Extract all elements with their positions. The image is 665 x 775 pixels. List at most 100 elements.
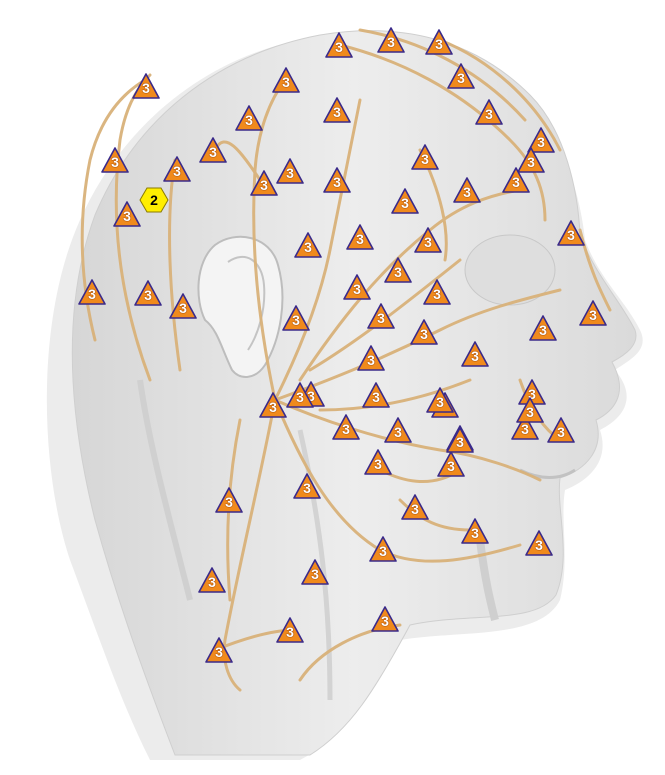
triangle-marker-3[interactable]: 3 [163,156,191,182]
triangle-marker-3[interactable]: 3 [461,518,489,544]
triangle-marker-3[interactable]: 3 [113,201,141,227]
triangle-marker-3[interactable]: 3 [453,177,481,203]
marker-number: 3 [272,74,300,90]
triangle-marker-3[interactable]: 3 [293,473,321,499]
triangle-marker-3[interactable]: 3 [198,567,226,593]
triangle-marker-3[interactable]: 3 [411,144,439,170]
marker-number: 3 [346,231,374,247]
triangle-marker-3[interactable]: 3 [259,392,287,418]
triangle-marker-3[interactable]: 3 [294,232,322,258]
triangle-marker-3[interactable]: 3 [384,417,412,443]
triangle-marker-3[interactable]: 3 [286,382,314,408]
triangle-marker-3[interactable]: 3 [357,345,385,371]
triangle-marker-3[interactable]: 3 [423,279,451,305]
marker-number: 3 [446,434,474,450]
triangle-marker-3[interactable]: 3 [362,382,390,408]
marker-number: 3 [332,421,360,437]
triangle-marker-3[interactable]: 3 [371,606,399,632]
marker-number: 3 [323,174,351,190]
triangle-marker-3[interactable]: 3 [447,63,475,89]
triangle-marker-3[interactable]: 3 [301,559,329,585]
triangle-marker-3[interactable]: 3 [101,147,129,173]
marker-number: 3 [301,566,329,582]
marker-number: 3 [198,574,226,590]
triangle-marker-3[interactable]: 3 [272,67,300,93]
triangle-marker-3[interactable]: 3 [364,449,392,475]
triangle-marker-3[interactable]: 3 [461,341,489,367]
triangle-marker-3[interactable]: 3 [346,224,374,250]
triangle-marker-3[interactable]: 3 [132,73,160,99]
triangle-marker-3[interactable]: 3 [425,29,453,55]
triangle-marker-3[interactable]: 3 [426,387,454,413]
marker-number: 3 [294,239,322,255]
marker-number: 3 [461,348,489,364]
marker-number: 3 [367,310,395,326]
triangle-marker-3[interactable]: 3 [323,167,351,193]
triangle-marker-3[interactable]: 3 [325,32,353,58]
triangle-marker-3[interactable]: 3 [547,417,575,443]
triangle-marker-3[interactable]: 3 [525,530,553,556]
marker-number: 3 [516,404,544,420]
marker-number: 3 [293,480,321,496]
marker-number: 3 [426,394,454,410]
triangle-marker-3[interactable]: 3 [343,274,371,300]
marker-number: 3 [199,144,227,160]
marker-number: 2 [139,192,169,208]
triangle-marker-3[interactable]: 3 [78,279,106,305]
marker-number: 3 [425,36,453,52]
triangle-marker-3[interactable]: 3 [250,170,278,196]
triangle-marker-3[interactable]: 3 [369,536,397,562]
triangle-marker-3[interactable]: 3 [410,319,438,345]
triangle-marker-3[interactable]: 3 [437,451,465,477]
marker-number: 3 [410,326,438,342]
triangle-marker-3[interactable]: 3 [276,158,304,184]
triangle-marker-3[interactable]: 3 [276,617,304,643]
triangle-marker-3[interactable]: 3 [377,27,405,53]
marker-number: 3 [384,264,412,280]
triangle-marker-3[interactable]: 3 [516,397,544,423]
triangle-marker-3[interactable]: 3 [502,167,530,193]
marker-number: 3 [235,112,263,128]
marker-number: 3 [286,389,314,405]
triangle-marker-3[interactable]: 3 [215,487,243,513]
triangle-marker-3[interactable]: 3 [367,303,395,329]
marker-number: 3 [525,537,553,553]
marker-number: 3 [414,234,442,250]
triangle-marker-3[interactable]: 3 [235,105,263,131]
triangle-marker-3[interactable]: 3 [414,227,442,253]
triangle-marker-3[interactable]: 3 [332,414,360,440]
triangle-marker-3[interactable]: 3 [529,315,557,341]
marker-number: 3 [529,322,557,338]
triangle-marker-3[interactable]: 3 [475,99,503,125]
marker-number: 3 [132,80,160,96]
marker-number: 3 [447,70,475,86]
triangle-marker-3[interactable]: 3 [323,97,351,123]
marker-number: 3 [453,184,481,200]
marker-number: 3 [205,644,233,660]
marker-number: 3 [502,174,530,190]
marker-number: 3 [423,286,451,302]
triangle-marker-3[interactable]: 3 [384,257,412,283]
marker-number: 3 [323,104,351,120]
marker-number: 3 [437,458,465,474]
triangle-marker-3[interactable]: 3 [169,293,197,319]
marker-number: 3 [215,494,243,510]
marker-number: 3 [371,613,399,629]
triangle-marker-3[interactable]: 3 [401,494,429,520]
hexagon-marker-2[interactable]: 2 [139,187,169,213]
marker-number: 3 [547,424,575,440]
triangle-marker-3[interactable]: 3 [205,637,233,663]
marker-number: 3 [384,424,412,440]
marker-number: 3 [364,456,392,472]
marker-number: 3 [325,39,353,55]
triangle-marker-3[interactable]: 3 [282,305,310,331]
triangle-marker-3[interactable]: 3 [134,280,162,306]
triangle-marker-3[interactable]: 3 [391,188,419,214]
marker-number: 3 [276,165,304,181]
triangle-marker-3[interactable]: 3 [446,427,474,453]
triangle-marker-3[interactable]: 3 [557,220,585,246]
marker-number: 3 [78,286,106,302]
triangle-marker-3[interactable]: 3 [579,300,607,326]
triangle-marker-3[interactable]: 3 [199,137,227,163]
